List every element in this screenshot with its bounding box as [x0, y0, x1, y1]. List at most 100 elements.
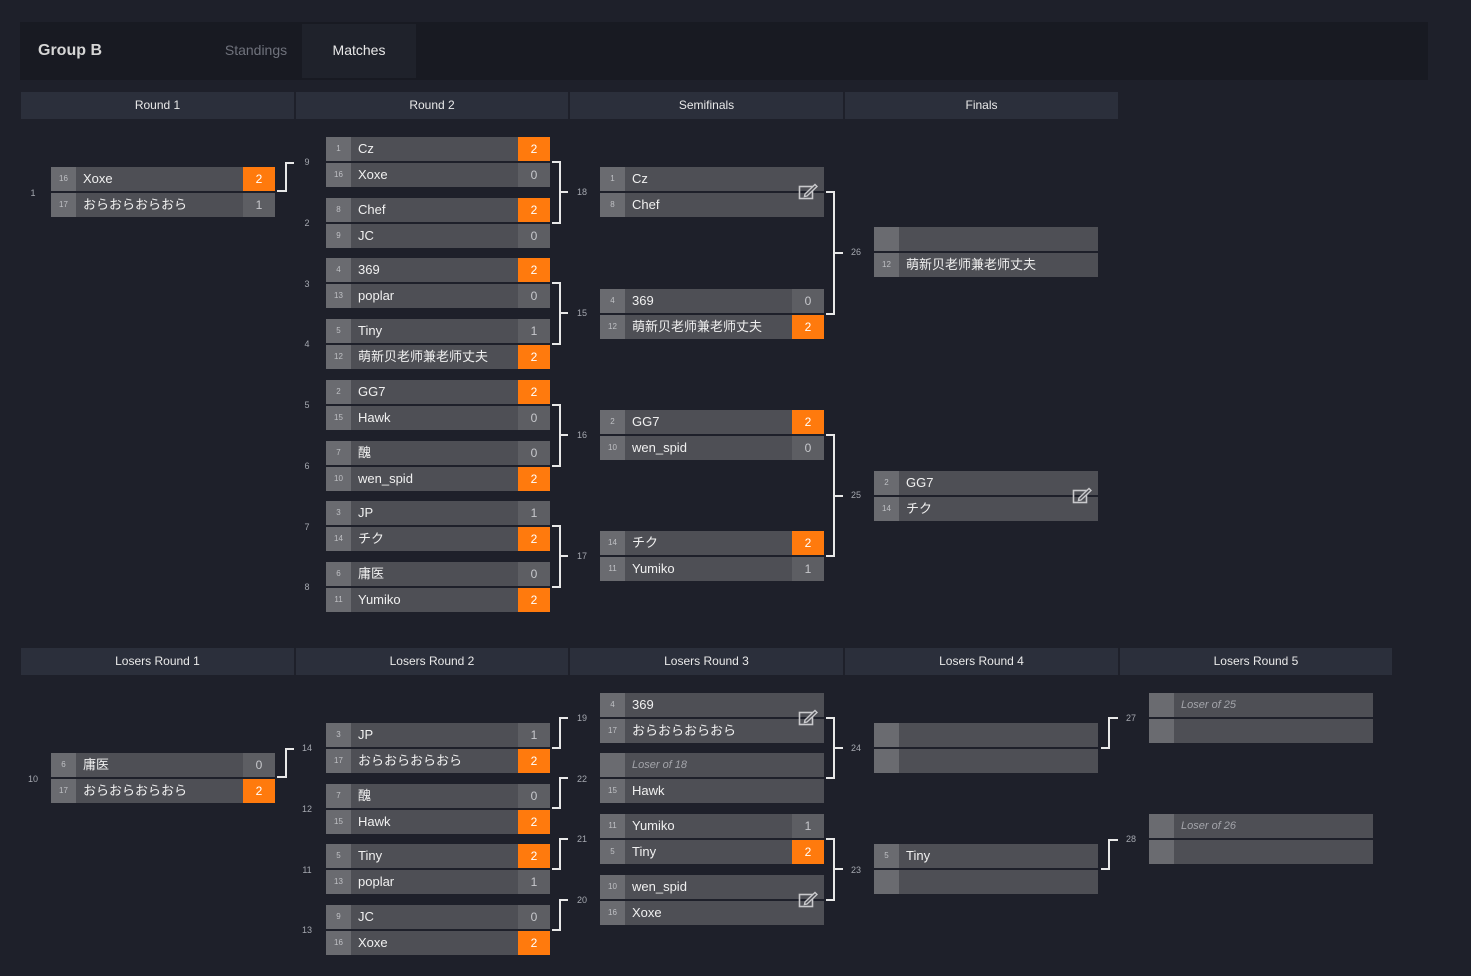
match-card[interactable] [874, 723, 1098, 773]
seed-badge: 10 [600, 875, 625, 899]
edit-icon[interactable] [1072, 487, 1092, 505]
edit-icon[interactable] [798, 709, 818, 727]
match-slot[interactable] [874, 749, 1098, 773]
tab-standings[interactable]: Standings [224, 42, 288, 58]
match-card[interactable]: Loser of 25 [1149, 693, 1373, 743]
match-number: 18 [576, 187, 587, 197]
seed-badge: 17 [51, 193, 76, 217]
match-slot[interactable] [874, 723, 1098, 747]
round-header-finals: Finals [845, 92, 1118, 119]
edit-icon[interactable] [798, 891, 818, 909]
edit-icon[interactable] [798, 183, 818, 201]
round-header-losers-round-2: Losers Round 2 [296, 648, 568, 675]
match-slot[interactable] [874, 870, 1098, 894]
match-slot[interactable] [1149, 840, 1373, 864]
score-box: 2 [518, 198, 550, 222]
player-name: Cz [632, 171, 648, 186]
seed-badge: 5 [326, 319, 351, 343]
score-box: 0 [518, 905, 550, 929]
match-slot[interactable]: Loser of 26 [1149, 814, 1373, 838]
tab-matches[interactable]: Matches [302, 24, 416, 78]
match-slot[interactable] [1149, 719, 1373, 743]
match-slot[interactable] [874, 227, 1098, 251]
match-slot[interactable]: Loser of 25 [1149, 693, 1373, 717]
seed-badge [874, 723, 899, 747]
match-card[interactable]: Loser of 26 [1149, 814, 1373, 864]
match-slot[interactable]: Loser of 18 [600, 753, 824, 777]
